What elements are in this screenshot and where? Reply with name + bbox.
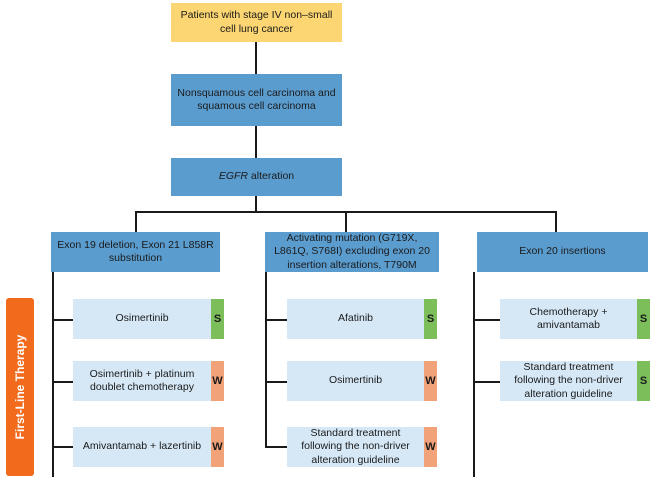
col1-header: Exon 19 deletion, Exon 21 L858R substitu… <box>51 232 220 272</box>
stub-col1-3 <box>52 446 73 448</box>
col2-header: Activating mutation (G719X, L861Q, S768I… <box>265 232 439 272</box>
col2-treatment-3: Standard treatment following the non-dri… <box>287 427 424 467</box>
connector-alteration-branch <box>255 196 257 212</box>
connector-branch-col1 <box>135 211 137 232</box>
connector-histology-alteration <box>255 126 257 158</box>
trunk-col1 <box>52 272 54 477</box>
col2-rating-1: S <box>424 299 437 339</box>
connector-branch-col3 <box>555 211 557 232</box>
col2-rating-2: W <box>424 361 437 401</box>
alteration-node: EGFR alteration <box>171 158 342 196</box>
histology-node: Nonsquamous cell carcinoma and squamous … <box>171 74 342 126</box>
col3-treatment-2: Standard treatment following the non-dri… <box>500 361 637 401</box>
stub-col1-1 <box>52 319 73 321</box>
stub-col3-1 <box>473 319 500 321</box>
side-label-text: First-Line Therapy <box>13 334 27 440</box>
stub-col2-1 <box>265 319 287 321</box>
col1-treatment-3: Amivantamab + lazertinib <box>73 427 211 467</box>
col1-rating-3: W <box>211 427 224 467</box>
stub-col2-3 <box>265 446 287 448</box>
col1-rating-1: S <box>211 299 224 339</box>
trunk-col3 <box>473 272 475 477</box>
col1-rating-2: W <box>211 361 224 401</box>
first-line-therapy-label: First-Line Therapy <box>6 298 34 476</box>
col3-header: Exon 20 insertions <box>477 232 648 272</box>
col1-treatment-2: Osimertinib + platinum doublet chemother… <box>73 361 211 401</box>
stub-col3-2 <box>473 381 500 383</box>
col3-treatment-1: Chemotherapy + amivantamab <box>500 299 637 339</box>
col2-rating-3: W <box>424 427 437 467</box>
col2-treatment-1: Afatinib <box>287 299 424 339</box>
stub-col2-2 <box>265 381 287 383</box>
connector-root-histology <box>255 42 257 74</box>
alteration-text: alteration <box>248 170 295 183</box>
col2-treatment-2: Osimertinib <box>287 361 424 401</box>
alteration-gene: EGFR <box>218 170 249 183</box>
connector-branch-col2 <box>345 211 347 232</box>
root-node: Patients with stage IV non–small cell lu… <box>171 3 342 42</box>
trunk-col2 <box>265 272 267 448</box>
col1-treatment-1: Osimertinib <box>73 299 211 339</box>
col3-rating-1: S <box>637 299 650 339</box>
stub-col1-2 <box>52 381 73 383</box>
col3-rating-2: S <box>637 361 650 401</box>
